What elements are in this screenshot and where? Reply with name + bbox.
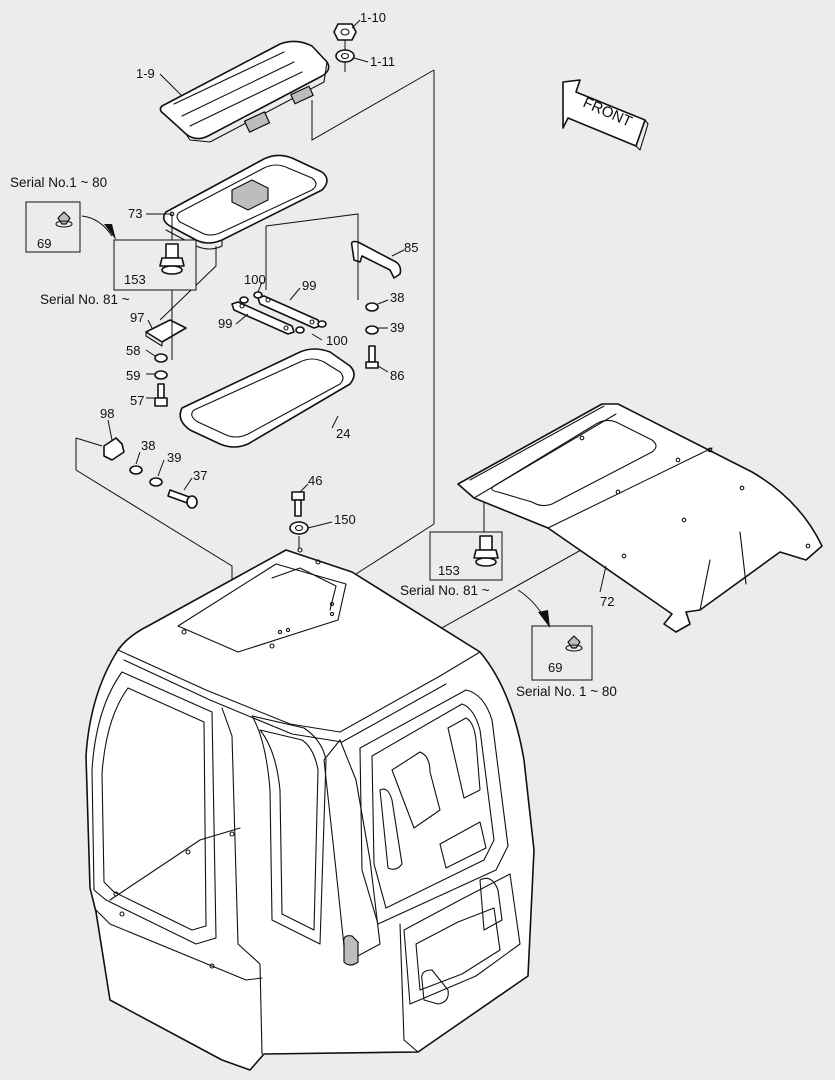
callout-153-left: 153 bbox=[124, 272, 146, 287]
callout-labels: 1-10 1-11 1-9 73 69 153 85 100 99 99 100… bbox=[37, 10, 614, 675]
washer-1-11 bbox=[335, 49, 355, 63]
stay-lower bbox=[231, 301, 295, 335]
callout-150: 150 bbox=[334, 512, 356, 527]
callout-69-left: 69 bbox=[37, 236, 51, 251]
callout-1-11: 1-11 bbox=[370, 54, 395, 69]
washer-38-right bbox=[365, 302, 379, 312]
callout-57: 57 bbox=[130, 393, 144, 408]
callout-39-right: 39 bbox=[390, 320, 404, 335]
spring-washer-39-left bbox=[149, 477, 163, 487]
callout-46: 46 bbox=[308, 473, 322, 488]
cab-frame bbox=[85, 547, 535, 1071]
callout-100-top: 100 bbox=[244, 272, 266, 287]
serial-note-right-new: Serial No. 81 ~ bbox=[400, 583, 490, 598]
callout-58: 58 bbox=[126, 343, 140, 358]
callout-1-10: 1-10 bbox=[360, 10, 386, 25]
serial-notes: Serial No.1 ~ 80 Serial No. 81 ~ Serial … bbox=[10, 175, 617, 699]
callout-98: 98 bbox=[100, 406, 114, 421]
callout-24: 24 bbox=[336, 426, 350, 441]
callout-99-top: 99 bbox=[302, 278, 316, 293]
callout-85: 85 bbox=[404, 240, 418, 255]
bolt-57 bbox=[154, 383, 168, 407]
callout-86: 86 bbox=[390, 368, 404, 383]
serial-note-top-left-new: Serial No. 81 ~ bbox=[40, 292, 130, 307]
hatch-frame bbox=[162, 154, 328, 250]
seal-24 bbox=[179, 348, 355, 448]
washer-38-left bbox=[129, 465, 143, 475]
callout-leaders bbox=[107, 19, 607, 593]
inset-box-69-right bbox=[531, 625, 593, 681]
callout-69-right: 69 bbox=[548, 660, 562, 675]
grip-handle bbox=[350, 240, 402, 279]
bolt-46 bbox=[291, 491, 305, 517]
nut-1-10 bbox=[333, 23, 357, 41]
washer-58 bbox=[154, 353, 168, 363]
inset-box-69-left bbox=[25, 201, 81, 253]
spring-washer-59 bbox=[154, 370, 168, 380]
bolt-37 bbox=[167, 489, 198, 509]
variant-arrowhead-right bbox=[538, 610, 550, 628]
spring-washer-39-right bbox=[365, 325, 379, 335]
callout-100-bottom: 100 bbox=[326, 333, 348, 348]
inset-box-153-left bbox=[113, 239, 197, 291]
callout-38-left: 38 bbox=[141, 438, 155, 453]
callout-1-9: 1-9 bbox=[136, 66, 155, 81]
callout-59: 59 bbox=[126, 368, 140, 383]
variant-arrowhead-left bbox=[104, 224, 116, 240]
callout-97: 97 bbox=[130, 310, 144, 325]
bracket-98 bbox=[103, 437, 125, 461]
callout-99-left: 99 bbox=[218, 316, 232, 331]
bolt-86 bbox=[365, 345, 379, 369]
washer-150 bbox=[289, 521, 309, 535]
bracket-97 bbox=[145, 319, 187, 347]
callout-153-right: 153 bbox=[438, 563, 460, 578]
pin-clips bbox=[239, 291, 327, 334]
callout-72: 72 bbox=[600, 594, 614, 609]
roof-cover bbox=[457, 403, 823, 633]
serial-note-right-old: Serial No. 1 ~ 80 bbox=[516, 684, 617, 699]
front-arrow: FRONT bbox=[562, 79, 649, 151]
callout-38-right: 38 bbox=[390, 290, 404, 305]
inset-box-153-right bbox=[429, 531, 503, 581]
hatch-lid bbox=[159, 40, 330, 143]
callout-37: 37 bbox=[193, 468, 207, 483]
callout-39-left: 39 bbox=[167, 450, 181, 465]
variant-arrow-left bbox=[81, 215, 113, 237]
serial-note-top-left-old: Serial No.1 ~ 80 bbox=[10, 175, 107, 190]
callout-73: 73 bbox=[128, 206, 142, 221]
